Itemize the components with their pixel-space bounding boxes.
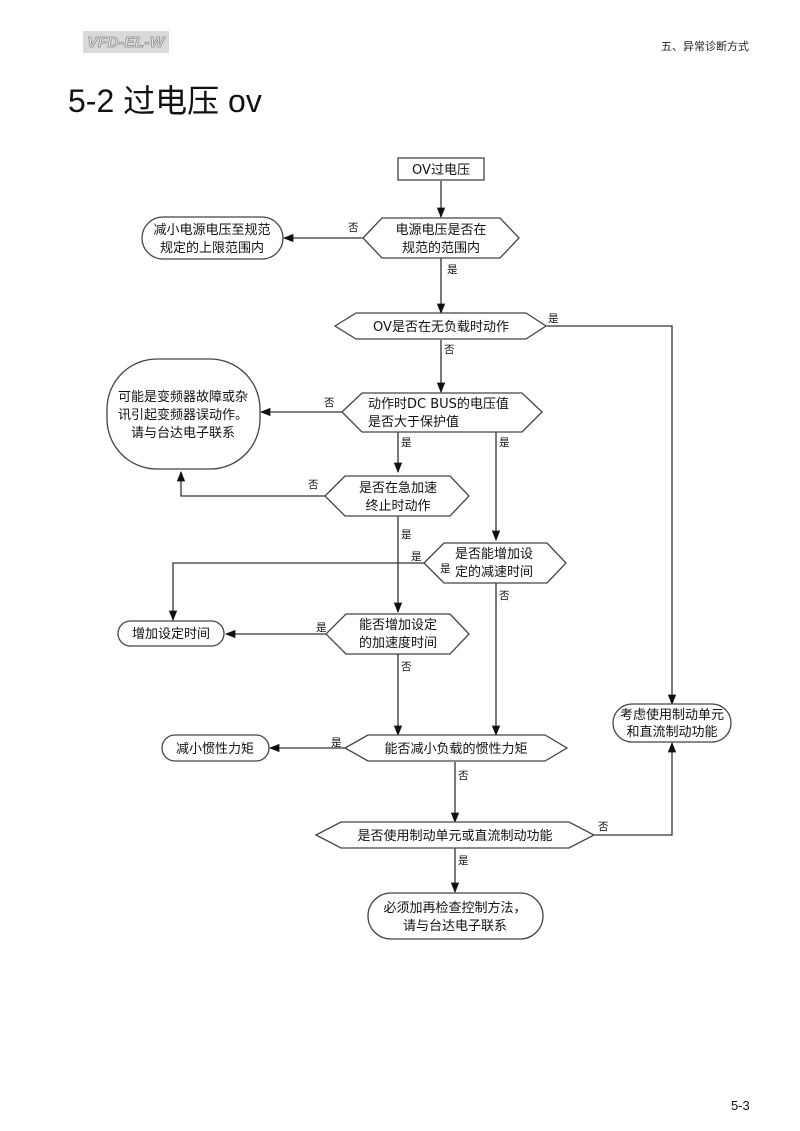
decision-dcbus: 动作时DC BUS的电压值 是否大于保护值 [341,392,543,433]
action-recheck-line2: 请与台达电子联系 [403,919,507,934]
chapter-heading: 五、异常诊断方式 [661,40,749,53]
action-fault-noise-line3: 请与台达电子联系 [131,426,235,441]
action-fault-noise-line2: 讯引起变频器误动作。 [118,407,248,423]
decision-use-brake: 是否使用制动单元或直流制动功能 [314,821,596,849]
decision-increase-decel-line1: 是否能增加设 [455,547,533,562]
label-inertia-yes: 是 [331,737,342,749]
decision-dcbus-line1: 动作时DC BUS的电压值 [368,396,509,412]
decision-supply-range-line2: 规范的范围内 [402,240,480,256]
label-inertia-no: 否 [458,770,469,782]
decision-supply-range-line1: 电源电压是否在 [395,223,486,238]
decision-sudden-accel-line1: 是否在急加速 [359,481,437,496]
label-sudden-yes: 是 [401,529,412,541]
label-accel-no: 否 [401,661,412,673]
decision-no-load-text: OV是否在无负载时动作 [373,320,509,335]
edges [168,181,677,894]
decision-supply-range: 电源电压是否在 规范的范围内 [362,217,520,259]
node-start: OV过电压 [397,157,485,181]
decision-sudden-accel: 是否在急加速 终止时动作 [324,475,470,517]
action-fault-noise-line1: 可能是变频器故障或杂 [118,389,248,405]
action-fault-noise: 可能是变频器故障或杂 讯引起变频器误动作。 请与台达电子联系 [106,358,261,470]
decision-increase-decel: 是否能增加设 定的减速时间 [423,542,567,584]
label-noload-no: 否 [444,344,455,356]
edge-labels: 否 是 是 否 否 是 是 否 是 是 是 否 是 否 是 否 否 是 [308,222,609,867]
label-decel-no: 否 [499,590,510,602]
label-brake-no: 否 [598,821,609,833]
label-supply-no: 否 [348,222,359,234]
action-brake-unit-line2: 和直流制动功能 [626,725,717,740]
brand-logo: VFD-EL-W [83,31,169,53]
decision-no-load: OV是否在无负载时动作 [333,312,548,340]
decision-increase-accel: 能否增加设定 的加速度时间 [325,613,470,655]
label-dcbus-yes-right: 是 [499,437,510,449]
decision-reduce-inertia-text: 能否减小负载的惯性力矩 [384,741,527,757]
label-decel-yes-overlap: 是 [440,563,451,575]
action-recheck: 必须加再检查控制方法， 请与台达电子联系 [367,892,544,940]
label-decel-yes: 是 [411,551,422,563]
action-brake-unit: 考虑使用制动单元 和直流制动功能 [612,703,732,743]
label-sudden-no: 否 [308,479,319,491]
label-accel-yes: 是 [316,622,327,634]
decision-increase-decel-line2: 定的减速时间 [455,564,533,580]
decision-increase-accel-line2: 的加速度时间 [359,635,437,651]
action-reduce-inertia: 减小惯性力矩 [161,734,270,762]
decision-increase-accel-line1: 能否增加设定 [359,618,437,633]
page-title: 5-2 过电压 ov [68,83,262,119]
label-dcbus-yes-left: 是 [401,437,412,449]
label-noload-yes: 是 [548,313,559,325]
decision-dcbus-line2: 是否大于保护值 [368,414,459,430]
edge-sudden-no [176,470,325,497]
label-supply-yes: 是 [447,264,458,276]
label-dcbus-no: 否 [324,397,335,409]
brand-text: VFD-EL-W [87,33,165,51]
page-number: 5-3 [731,1098,750,1113]
decision-reduce-inertia: 能否减小负载的惯性力矩 [343,734,569,762]
edge-decel-yes [168,562,424,622]
decision-sudden-accel-line2: 终止时动作 [365,498,430,514]
action-increase-time-text: 增加设定时间 [132,627,210,642]
action-increase-time: 增加设定时间 [117,620,225,647]
edge-brake-no [594,741,677,836]
action-recheck-line1: 必须加再检查控制方法， [383,900,526,916]
label-brake-yes: 是 [458,855,469,867]
action-reduce-supply: 减小电源电压至规范 规定的上限范围内 [141,216,284,260]
action-reduce-supply-line1: 减小电源电压至规范 [153,223,270,238]
decision-use-brake-text: 是否使用制动单元或直流制动功能 [357,828,552,844]
node-start-text: OV过电压 [412,163,470,178]
action-reduce-supply-line2: 规定的上限范围内 [160,240,264,256]
action-reduce-inertia-text: 减小惯性力矩 [176,741,254,757]
edge-noload-yes [546,325,677,706]
action-brake-unit-line1: 考虑使用制动单元 [620,707,724,723]
